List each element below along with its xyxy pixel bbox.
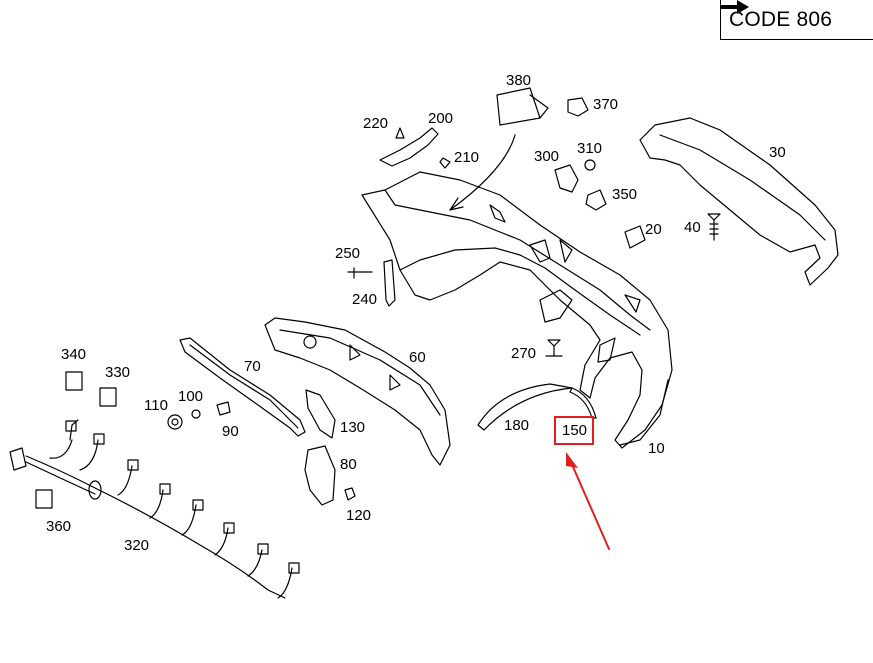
label-110: 110 xyxy=(144,397,168,414)
label-320: 320 xyxy=(124,537,150,554)
part-80-drawing xyxy=(304,445,356,506)
part-380-drawing xyxy=(496,87,589,126)
label-330: 330 xyxy=(105,364,131,381)
part-330-drawing xyxy=(99,387,117,407)
part-30-drawing xyxy=(639,117,839,286)
label-240: 240 xyxy=(352,291,378,308)
part-110-drawing xyxy=(167,414,183,430)
label-180: 180 xyxy=(504,417,530,434)
label-380: 380 xyxy=(506,72,532,89)
part-320-drawing xyxy=(9,419,300,599)
label-300: 300 xyxy=(534,148,560,165)
label-90: 90 xyxy=(222,423,239,440)
red-arrow-icon xyxy=(566,452,610,550)
label-70: 70 xyxy=(244,358,261,375)
label-10: 10 xyxy=(648,440,665,457)
part-130-drawing xyxy=(305,389,336,439)
pointer-line-380 xyxy=(449,134,516,211)
part-40-drawing xyxy=(707,213,721,241)
label-120: 120 xyxy=(346,507,372,524)
part-300-drawing xyxy=(554,159,607,211)
label-150: 150 xyxy=(562,422,588,439)
right-arrow-icon xyxy=(721,0,749,14)
part-60-drawing xyxy=(264,317,451,466)
code-text: CODE 806 xyxy=(729,7,833,31)
part-70-drawing xyxy=(179,337,306,437)
label-40: 40 xyxy=(684,219,701,236)
label-210: 210 xyxy=(454,149,480,166)
label-30: 30 xyxy=(769,144,786,161)
part-90-drawing xyxy=(216,401,231,416)
part-240-drawing xyxy=(347,259,396,307)
label-60: 60 xyxy=(409,349,426,366)
label-130: 130 xyxy=(340,419,366,436)
label-340: 340 xyxy=(61,346,87,363)
code-box: CODE 806 xyxy=(720,0,873,40)
label-370: 370 xyxy=(593,96,619,113)
part-200-drawing xyxy=(379,127,451,169)
part-20-drawing xyxy=(624,225,646,249)
label-350: 350 xyxy=(612,186,638,203)
part-100-drawing xyxy=(191,409,201,419)
label-270: 270 xyxy=(511,345,537,362)
label-310: 310 xyxy=(577,140,603,157)
part-340-drawing xyxy=(65,371,83,391)
label-20: 20 xyxy=(645,221,662,238)
label-250: 250 xyxy=(335,245,361,262)
label-100: 100 xyxy=(178,388,204,405)
label-220: 220 xyxy=(363,115,389,132)
label-200: 200 xyxy=(428,110,454,127)
part-360-drawing xyxy=(35,489,53,509)
part-270-drawing xyxy=(539,289,573,357)
highlight-box-150 xyxy=(554,416,594,445)
label-360: 360 xyxy=(46,518,72,535)
label-80: 80 xyxy=(340,456,357,473)
bumper-cover-drawing xyxy=(361,171,673,449)
